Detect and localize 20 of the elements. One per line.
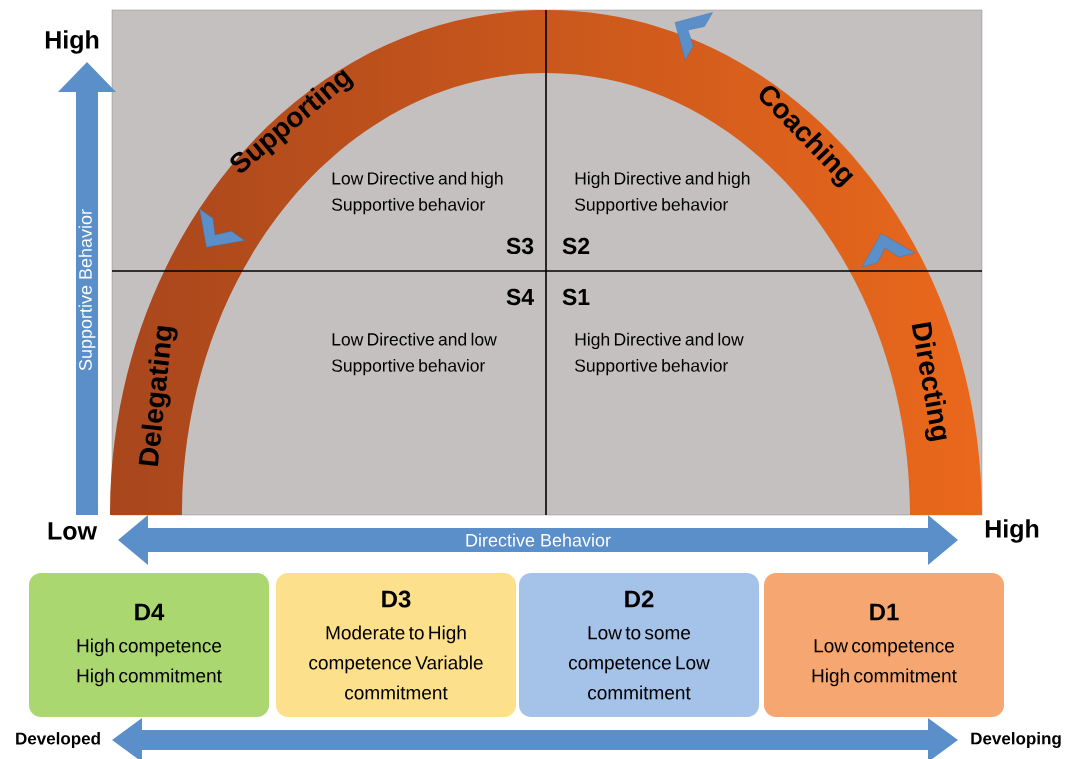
axis-label: High [985,519,1039,543]
axis-label: High [45,30,99,54]
arc-label: Delegating [138,325,178,467]
development-box: D4 High competence High commitment [29,573,269,717]
quadrant-text: Low Directive and high Supportive behavior [332,171,503,215]
scale-label: Developing [971,732,1061,748]
style-code: S2 [562,237,590,255]
style-code: S3 [506,237,534,255]
quadrant-text: High Directive and high Supportive behavior [575,171,750,215]
quadrant-text: High Directive and low Supportive behavior [575,332,744,376]
quadrant-text: Low Directive and low Supportive behavior [332,332,497,376]
axis-title: Directive Behavior [466,533,611,547]
development-box: D2 Low to some competence Low commitment [519,573,759,717]
axis-title: Supportive Behavior [78,209,96,371]
style-code: S1 [562,288,590,306]
development-box: D1 Low competence High commitment [764,573,1004,717]
axis-label: Low [48,522,98,540]
style-code: S4 [506,288,534,306]
development-box: D3 Moderate to High competence Variable commitment [276,573,516,717]
arc-label: Directing [911,322,947,442]
